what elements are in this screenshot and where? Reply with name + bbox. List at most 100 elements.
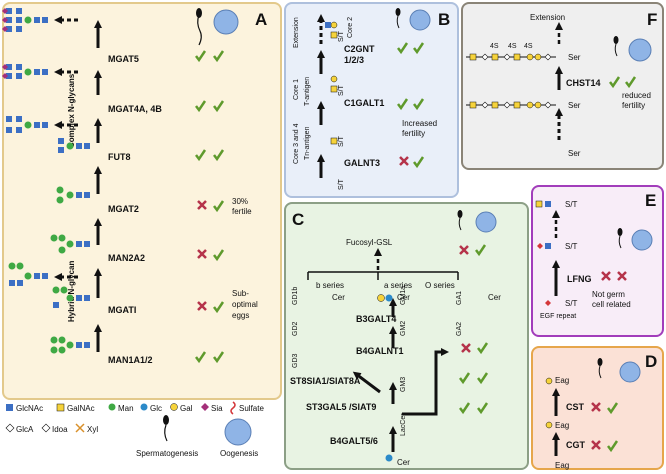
glycan-structure — [50, 336, 90, 354]
label-gm3: GM3 — [400, 377, 407, 392]
enzyme-b4galnt1: B4GALNT1 — [356, 346, 404, 356]
label-tn-antigen: Tn-antigen — [304, 126, 311, 160]
legend-sia: Sia — [211, 404, 223, 413]
label-t-antigen: T-antigen — [304, 77, 311, 106]
enzyme-man1a1: MAN1A1/2 — [108, 355, 153, 365]
note-30-percent: 30% — [232, 197, 248, 206]
glycan-structure — [58, 138, 90, 153]
check-icon — [607, 402, 619, 415]
sperm-icon — [457, 210, 463, 218]
note-eggs: eggs — [232, 311, 249, 320]
check-icon — [609, 76, 637, 89]
enzyme-st8sia1: ST8SIA1/SIAT8A — [290, 376, 361, 386]
legend-glc: Glc — [150, 404, 162, 413]
egg-icon — [475, 211, 497, 233]
check-icon — [607, 440, 619, 453]
egg-icon — [224, 418, 252, 446]
cross-icon — [461, 343, 471, 353]
cross-icon — [197, 200, 207, 210]
egg-icon — [631, 229, 653, 251]
legend-xyl: Xyl — [87, 425, 98, 434]
label-extension: Extension — [293, 17, 300, 48]
label-4s: 4S — [524, 43, 533, 50]
check-icon — [397, 98, 425, 111]
site-s-t: S/T — [565, 299, 578, 308]
label-cer: Cer — [397, 293, 410, 302]
glcnac-icon — [545, 201, 551, 207]
cross-icon — [591, 402, 601, 412]
note-sub: Sub- — [232, 289, 249, 298]
cross-icon — [591, 440, 601, 450]
enzyme-mgat4: MGAT4A, 4B — [108, 104, 162, 114]
legend-gal: Gal — [180, 404, 193, 413]
enzyme-b4galt5: B4GALT5/6 — [330, 436, 378, 446]
check-icon — [477, 342, 489, 355]
label-fucosyl-gsl: Fucosyl-GSL — [346, 238, 393, 247]
glycan-structure — [2, 64, 48, 79]
sperm-icon — [597, 358, 603, 366]
site-s-t: S/T — [338, 178, 345, 190]
check-icon — [195, 351, 207, 364]
check-icon — [213, 100, 225, 113]
check-icon — [195, 149, 207, 162]
glcnac-icon — [325, 22, 331, 28]
label-laccer: LacCer — [400, 413, 407, 436]
cross-icon — [399, 156, 409, 166]
legend-galnac: GalNAc — [67, 404, 95, 413]
label-cer: Cer — [397, 458, 410, 467]
site-s-t: S/T — [565, 242, 578, 251]
legend-oogenesis: Oogenesis — [220, 449, 258, 458]
label-extension: Extension — [530, 13, 565, 22]
enzyme-c1galt1: C1GALT1 — [344, 98, 384, 108]
check-icon — [213, 249, 225, 262]
enzyme-st3gal5: ST3GAL5 /SIAT9 — [306, 402, 376, 412]
label-cer: Cer — [332, 293, 345, 302]
cross-icon — [197, 301, 207, 311]
enzyme-mgat2: MGAT2 — [108, 204, 139, 214]
panel-e-content: S/T S/T S/T EGF repeat LFNG Not germ cel… — [535, 200, 653, 320]
glc-icon — [140, 403, 148, 411]
galnac-icon — [56, 403, 65, 412]
connector-arrow — [402, 348, 449, 416]
panel-b-content: C2GNT 1/2/3 C1GALT1 GALNT3 Increased fer… — [293, 8, 437, 190]
egg-icon — [628, 38, 652, 62]
check-icon — [213, 50, 225, 63]
panel-a-content: MGAT5 MGAT4A, 4B FUT8 MGAT2 MAN2A2 MGATI… — [2, 8, 258, 365]
check-icon — [213, 351, 225, 364]
label-complex-n-glycans: Complex N-glycans — [67, 73, 76, 148]
gal-icon — [545, 421, 553, 429]
label-egf-repeat: EGF repeat — [540, 313, 576, 320]
glc-icon — [385, 294, 393, 302]
glycan-structure — [52, 286, 90, 308]
gal-icon — [545, 377, 553, 385]
sperm-icon — [617, 228, 623, 236]
label-eag: Eag — [555, 376, 569, 385]
label-eag: Eag — [555, 461, 569, 470]
enzyme-mgati: MGATI — [108, 305, 136, 315]
label-o-series: O series — [425, 281, 455, 290]
egg-icon — [619, 361, 641, 383]
check-icon — [397, 42, 425, 55]
panel-c: C — [284, 202, 529, 470]
glycan-structure — [56, 186, 90, 204]
site-s-t: S/T — [338, 30, 345, 42]
label-gm2: GM2 — [400, 321, 407, 336]
label-4s: 4S — [490, 43, 499, 50]
site-s-t: S/T — [338, 135, 345, 147]
idoa-icon — [41, 423, 51, 433]
label-gd2: GD2 — [292, 322, 299, 337]
enzyme-galnt3: GALNT3 — [344, 158, 380, 168]
panel-d-content: Eag Eag Eag CST CGT — [545, 358, 641, 470]
glycan-structure — [2, 8, 48, 32]
label-ga1: GA1 — [456, 291, 463, 305]
glycan-structure — [6, 116, 48, 133]
check-icon — [475, 244, 487, 257]
label-a-series: a series — [384, 281, 412, 290]
label-hybrid-n-glycan: Hybrid N-glycan — [67, 261, 76, 322]
enzyme-lfng: LFNG — [567, 274, 592, 284]
enzyme-chst14: CHST14 — [566, 78, 601, 88]
note-fertile: fertile — [232, 207, 252, 216]
galnac-icon — [330, 137, 338, 145]
site-ser: Ser — [568, 101, 581, 110]
enzyme-cgt: CGT — [566, 440, 586, 450]
